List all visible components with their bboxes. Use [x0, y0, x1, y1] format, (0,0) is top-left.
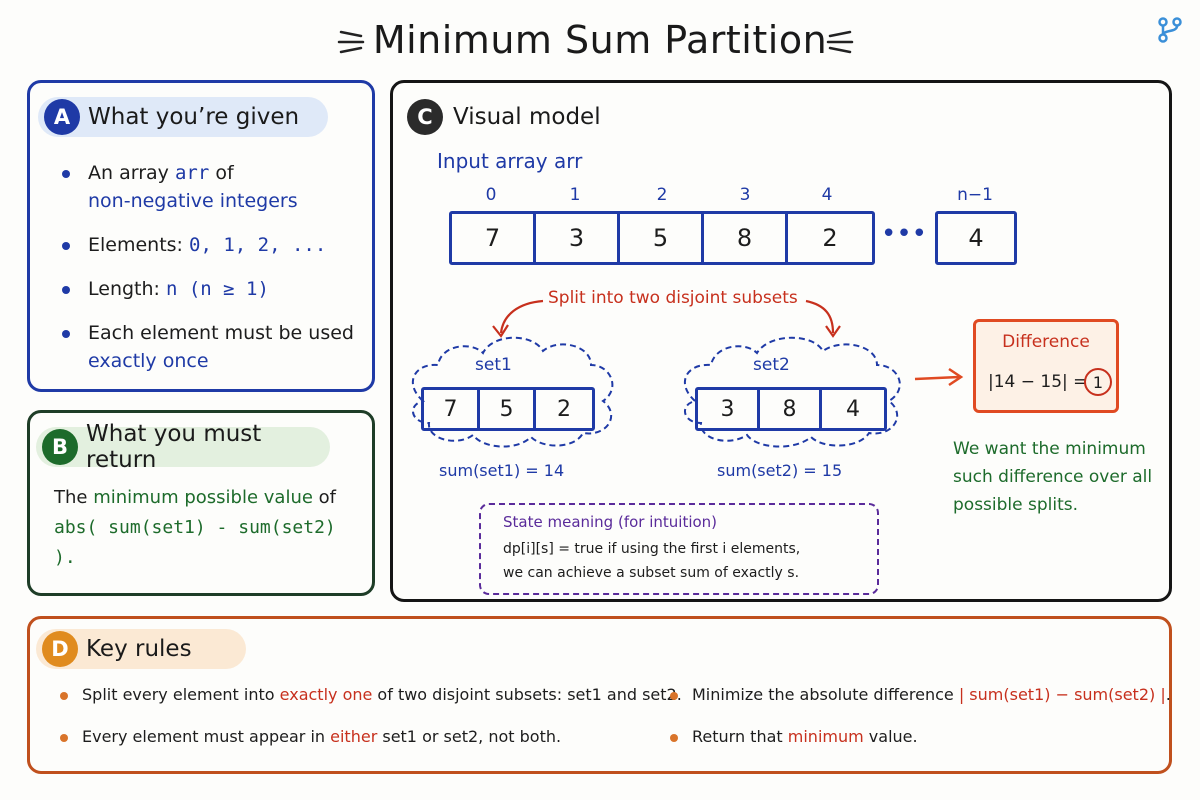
state-line-1: dp[i][s] = true if using the first i ele…: [503, 541, 801, 557]
set2-cell: 3: [698, 390, 760, 428]
title-bar: Minimum Sum Partition: [0, 10, 1200, 70]
goal-text: We want the minimum such difference over…: [953, 439, 1153, 515]
given-list: An array arr of non-negative integers El…: [56, 159, 356, 391]
set1-cell: 5: [480, 390, 536, 428]
diagram-decorations: [411, 299, 964, 448]
panel-return: B What you must return The minimum possi…: [27, 410, 375, 596]
set2-cell: 4: [846, 396, 860, 422]
array-index-last: n−1: [957, 185, 993, 205]
state-meaning-box: State meaning (for intuition) dp[i][s] =…: [479, 503, 879, 595]
branch-icon: [1158, 17, 1182, 43]
badge-a: A: [44, 99, 80, 135]
array-index: 1: [569, 185, 581, 205]
split-arrow-left-icon: [499, 299, 544, 334]
set1-array: 7 5 2: [421, 387, 595, 431]
rule-item: Every element must appear in either set1…: [56, 727, 561, 746]
set1-cell: 2: [557, 396, 571, 422]
set1-cell: 7: [424, 390, 480, 428]
set1-label: set1: [475, 355, 512, 375]
difference-title: Difference: [1002, 332, 1090, 352]
set1-sum: sum(set1) = 14: [439, 461, 565, 480]
heading-label: Visual model: [453, 104, 601, 130]
difference-result: 1: [1084, 368, 1112, 396]
cloud-set1-icon: [411, 336, 614, 448]
set2-cell: 8: [760, 390, 822, 428]
panel-key-rules: D Key rules Split every element into exa…: [27, 616, 1172, 774]
split-arrow-right-icon: [805, 299, 835, 334]
rule-item: Minimize the absolute difference | sum(s…: [666, 685, 1171, 704]
rule-item: Split every element into exactly one of …: [56, 685, 682, 704]
return-expression: abs( sum(set1) - sum(set2) ).: [54, 517, 336, 568]
set2-label: set2: [753, 355, 790, 375]
set2-sum: sum(set2) = 15: [717, 461, 843, 480]
badge-b: B: [42, 429, 78, 465]
difference-box: Difference |14 − 15| = 1: [973, 319, 1119, 413]
set2-array: 3 8 4: [695, 387, 887, 431]
page-title: Minimum Sum Partition: [372, 18, 828, 62]
array-cell: 8: [704, 214, 788, 262]
heading-label: What you must return: [36, 421, 330, 473]
return-text: The minimum possible value of abs( sum(s…: [54, 487, 337, 568]
heading-label: What you’re given: [38, 97, 328, 137]
list-item: Each element must be used exactly once: [56, 319, 356, 375]
badge-d: D: [42, 631, 78, 667]
array-cell: 7: [452, 214, 536, 262]
state-line-2: we can achieve a subset sum of exactly s…: [503, 565, 800, 581]
rule-item: Return that minimum value.: [666, 727, 918, 746]
decor-dash-right-icon: [826, 30, 854, 54]
array-index: 4: [821, 185, 833, 205]
list-item: An array arr of non-negative integers: [56, 159, 356, 215]
array-cell: 3: [536, 214, 620, 262]
difference-arrow-icon: [914, 375, 960, 381]
difference-expression: |14 − 15| =: [988, 372, 1088, 392]
list-item: Length: n (n ≥ 1): [56, 275, 356, 303]
array-index: 3: [739, 185, 751, 205]
array-index: 2: [656, 185, 668, 205]
panel-return-heading: B What you must return: [36, 421, 330, 473]
array-index: 0: [485, 185, 497, 205]
decor-dash-left-icon: [337, 30, 365, 54]
array-cell: 2: [822, 224, 838, 252]
input-array-label: Input array arr: [437, 149, 583, 173]
panel-visual-heading: C Visual model: [407, 97, 623, 137]
panel-rules-heading: D Key rules: [36, 629, 246, 669]
split-label: Split into two disjoint subsets: [548, 288, 798, 308]
array-cell: 5: [620, 214, 704, 262]
input-array: 7 3 5 8 2: [449, 211, 875, 265]
badge-c: C: [407, 99, 443, 135]
panel-given: A What you’re given An array arr of non-…: [27, 80, 375, 392]
panel-visual-model: C Visual model Input array arr 0 1 2 3 4…: [390, 80, 1172, 602]
array-ellipsis: •••: [881, 219, 928, 249]
list-item: Elements: 0, 1, 2, ...: [56, 231, 356, 259]
panel-given-heading: A What you’re given: [38, 97, 328, 137]
state-title: State meaning (for intuition): [503, 513, 718, 531]
array-cell-last: 4: [935, 211, 1017, 265]
